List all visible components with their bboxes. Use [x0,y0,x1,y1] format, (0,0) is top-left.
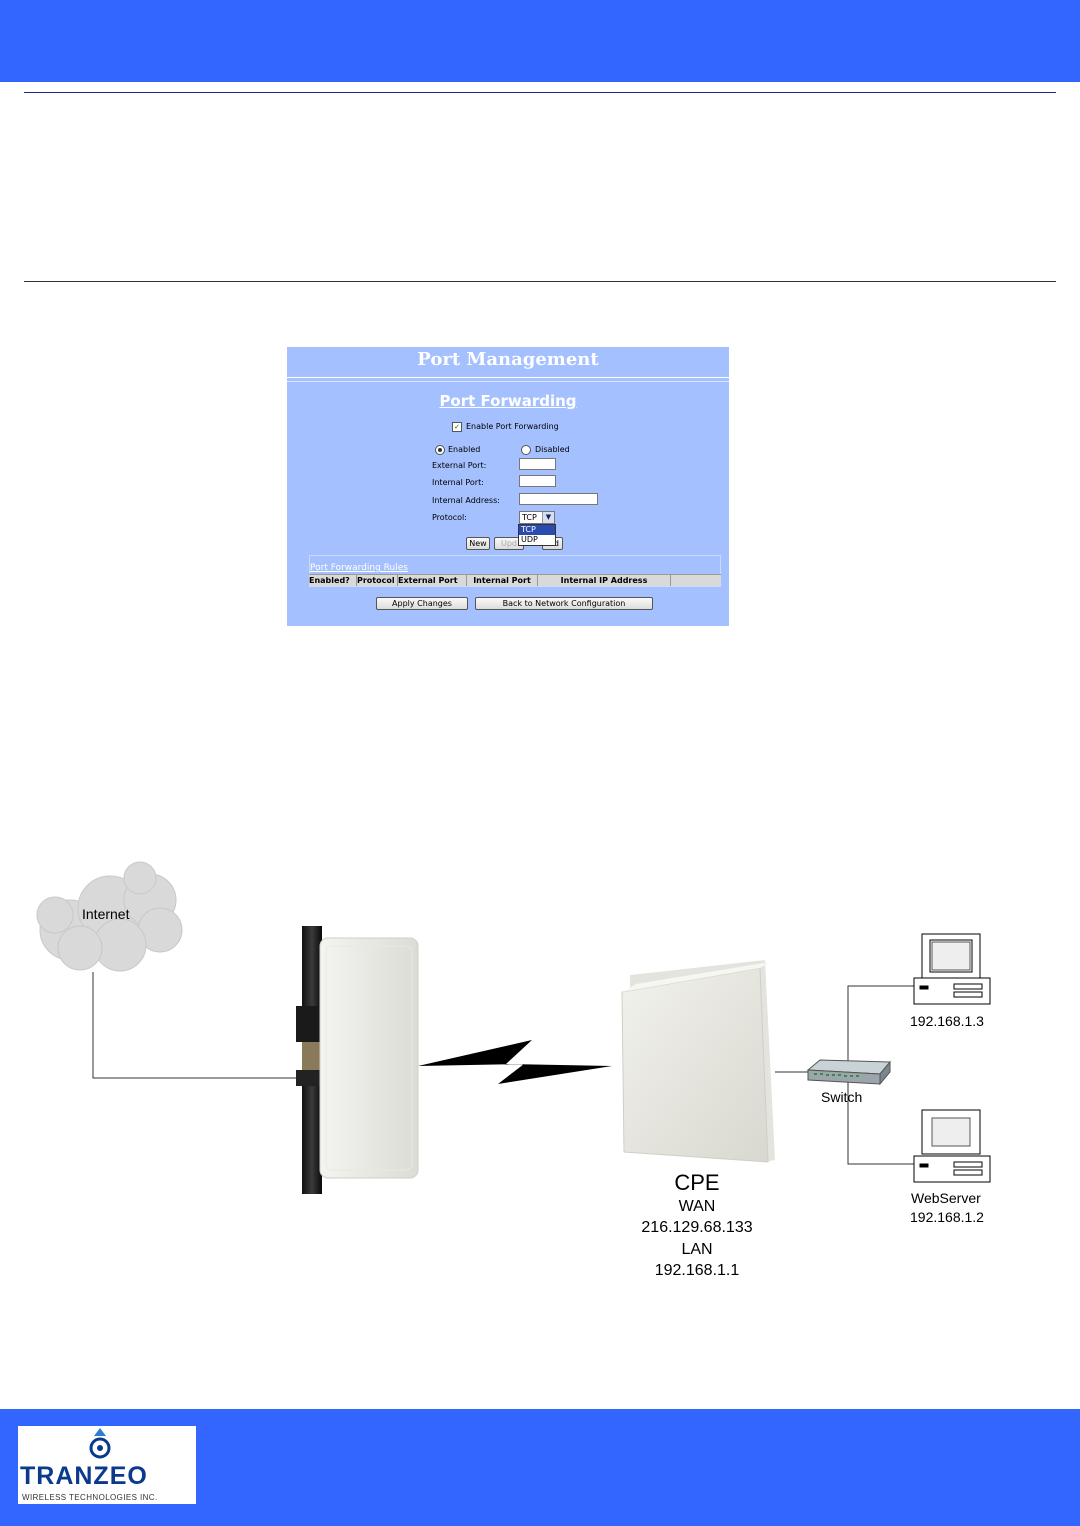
chevron-down-icon[interactable]: ▼ [542,512,554,523]
back-to-network-configuration-button[interactable]: Back to Network Configuration [475,597,653,610]
base-station-antenna-icon [296,926,419,1194]
internet-label: Internet [82,906,130,922]
internet-wire [92,972,300,1079]
external-port-label: External Port: [432,461,487,470]
cpe-wan-label: WAN [678,1198,716,1215]
logo-wordmark: TRANZEO [20,1462,148,1490]
protocol-select[interactable]: TCP ▼ [519,511,555,524]
disabled-radio[interactable] [521,445,531,455]
title-divider-2 [287,381,729,382]
header-band [0,0,1080,82]
internal-address-input[interactable] [519,493,598,505]
column-header: Protocol [357,575,398,586]
rules-title: Port Forwarding Rules [310,563,408,573]
computer-icon [913,933,991,1005]
protocol-label: Protocol: [432,513,467,522]
cpe-wan-ip: 216.129.68.133 [641,1219,753,1236]
rules-table-header: Enabled? Protocol External Port Internal… [309,574,721,586]
external-port-input[interactable] [519,458,556,470]
enable-port-forwarding-label: Enable Port Forwarding [466,422,559,431]
rules-container [309,555,721,587]
protocol-option-udp[interactable]: UDP [521,535,538,544]
logo-subtitle: WIRELESS TECHNOLOGIES INC. [22,1493,158,1502]
pc1-ip-label: 192.168.1.3 [910,1013,984,1029]
cpe-title: CPE [674,1170,720,1195]
enable-port-forwarding-checkbox[interactable]: ✓ [452,422,462,432]
internal-address-label: Internal Address: [432,496,500,505]
column-header: Internal IP Address [538,575,671,586]
internet-cloud-icon [36,861,183,972]
network-switch-icon [806,1059,892,1086]
page-title: Port Management [417,349,599,370]
switch-pc1-wire [847,985,915,1062]
enabled-radio[interactable] [435,445,445,455]
top-divider [24,92,1056,93]
internal-port-input[interactable] [519,475,556,487]
wireless-link-icon [418,1040,612,1084]
new-button[interactable]: New [466,537,490,550]
switch-label: Switch [821,1089,863,1105]
webserver-name-label: WebServer [911,1190,981,1206]
company-logo: TRANZEO WIRELESS TECHNOLOGIES INC. [18,1426,196,1504]
section-title: Port Forwarding [439,392,577,410]
port-management-panel: Port Management Port Forwarding ✓ Enable… [287,347,729,626]
enabled-label: Enabled [448,445,481,454]
column-header-empty [671,575,721,586]
internal-port-label: Internal Port: [432,478,484,487]
column-header: Internal Port [467,575,538,586]
server-computer-icon [913,1109,991,1183]
column-header: External Port [398,575,467,586]
cpe-lan-ip: 192.168.1.1 [654,1262,740,1279]
protocol-selected-value: TCP [522,513,537,522]
column-header: Enabled? [309,575,357,586]
switch-webserver-wire [847,1082,915,1165]
protocol-option-tcp[interactable]: TCP [519,525,555,535]
title-divider [287,377,729,378]
apply-changes-button[interactable]: Apply Changes [376,597,468,610]
section-divider [24,281,1056,282]
disabled-label: Disabled [535,445,570,454]
protocol-dropdown: TCP UDP [518,524,556,546]
network-diagram [36,861,991,1194]
cpe-lan-label: LAN [681,1241,713,1258]
tranzeo-logo-icon: TRANZEO WIRELESS TECHNOLOGIES INC. [20,1428,158,1502]
webserver-ip-label: 192.168.1.2 [910,1209,984,1225]
cpe-device-icon [621,960,775,1163]
